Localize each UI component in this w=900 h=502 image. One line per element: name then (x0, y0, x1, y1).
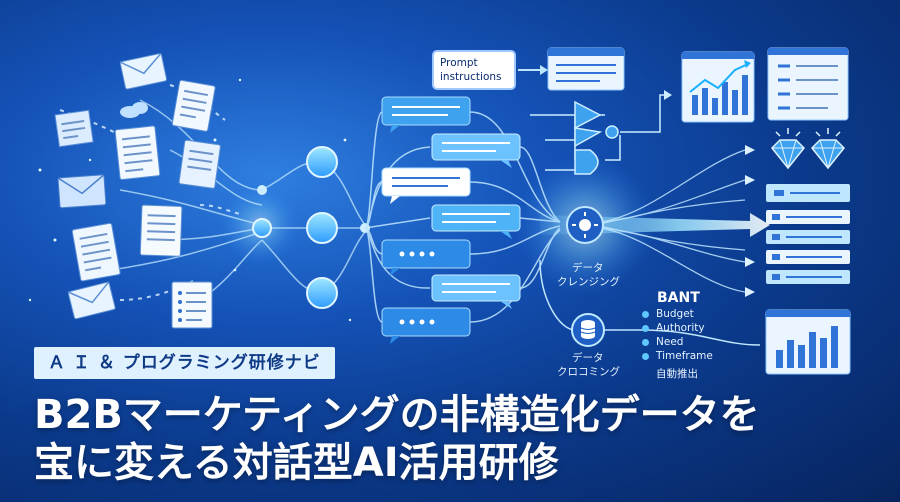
diamond-icons (770, 128, 846, 170)
document-icon (71, 222, 121, 282)
headline-line-1: B2Bマーケティングの非構造化データを (34, 392, 760, 438)
bant-list: Budget Authority Need Timeframe (642, 307, 713, 363)
cloud-icon (120, 102, 148, 118)
report-panel (767, 47, 849, 121)
neural-nodes (252, 146, 370, 309)
chat-bubbles (381, 96, 521, 344)
cleansing-label-2: クレンジング (557, 276, 620, 288)
document-icon (171, 79, 216, 132)
chat-bubble-icon (431, 204, 521, 239)
document-icons (54, 52, 221, 329)
chat-bubble-icon (381, 167, 471, 204)
chat-bubble-icon (381, 307, 471, 344)
list-document-icon (171, 281, 213, 329)
chat-bubble-icon (431, 274, 521, 309)
bar-chart-panel (639, 309, 851, 375)
document-icon (178, 139, 221, 189)
logic-gates (530, 90, 672, 175)
coloring-label-1: データ (572, 352, 604, 364)
bullet-dot-icon (642, 353, 649, 360)
bullet-dot-icon (642, 325, 649, 332)
envelope-icon (119, 52, 168, 90)
document-icon (139, 204, 183, 257)
bant-item: Timeframe (642, 349, 713, 363)
bant-item: Authority (642, 321, 713, 335)
lead-list-panel (766, 184, 850, 284)
prompt-line-2: instructions (440, 71, 502, 83)
bant-item: Budget (642, 307, 713, 321)
analytics-chart-panel (681, 51, 755, 123)
envelope-icon (57, 174, 107, 209)
prompt-instructions-box: Prompt instructions (432, 50, 516, 90)
sparkle-dots (28, 78, 352, 322)
prompt-line-1: Prompt (440, 57, 478, 69)
bant-footer: 自動推出 (656, 368, 698, 380)
envelope-icon (67, 281, 116, 320)
bullet-dot-icon (642, 339, 649, 346)
bant-item: Need (642, 335, 713, 349)
chat-bubble-icon (381, 239, 471, 276)
cleansing-label-1: データ (572, 262, 604, 274)
diamond-icon (810, 139, 846, 170)
bant-title: BANT (657, 290, 700, 306)
headline-line-2: 宝に変える対話型AI活用研修 (34, 440, 559, 486)
prompt-output-window (518, 47, 625, 91)
bullet-dot-icon (642, 311, 649, 318)
coloring-label-2: クロコミング (557, 366, 620, 378)
chat-bubble-icon (431, 133, 521, 168)
note-icon (54, 109, 94, 148)
diamond-icon (770, 139, 806, 170)
chat-bubble-icon (381, 96, 471, 133)
database-node (539, 259, 640, 347)
brand-tag: Ａ Ｉ ＆ プログラミング研修ナビ (34, 347, 335, 379)
document-icon (114, 125, 161, 181)
data-beam (540, 145, 770, 297)
